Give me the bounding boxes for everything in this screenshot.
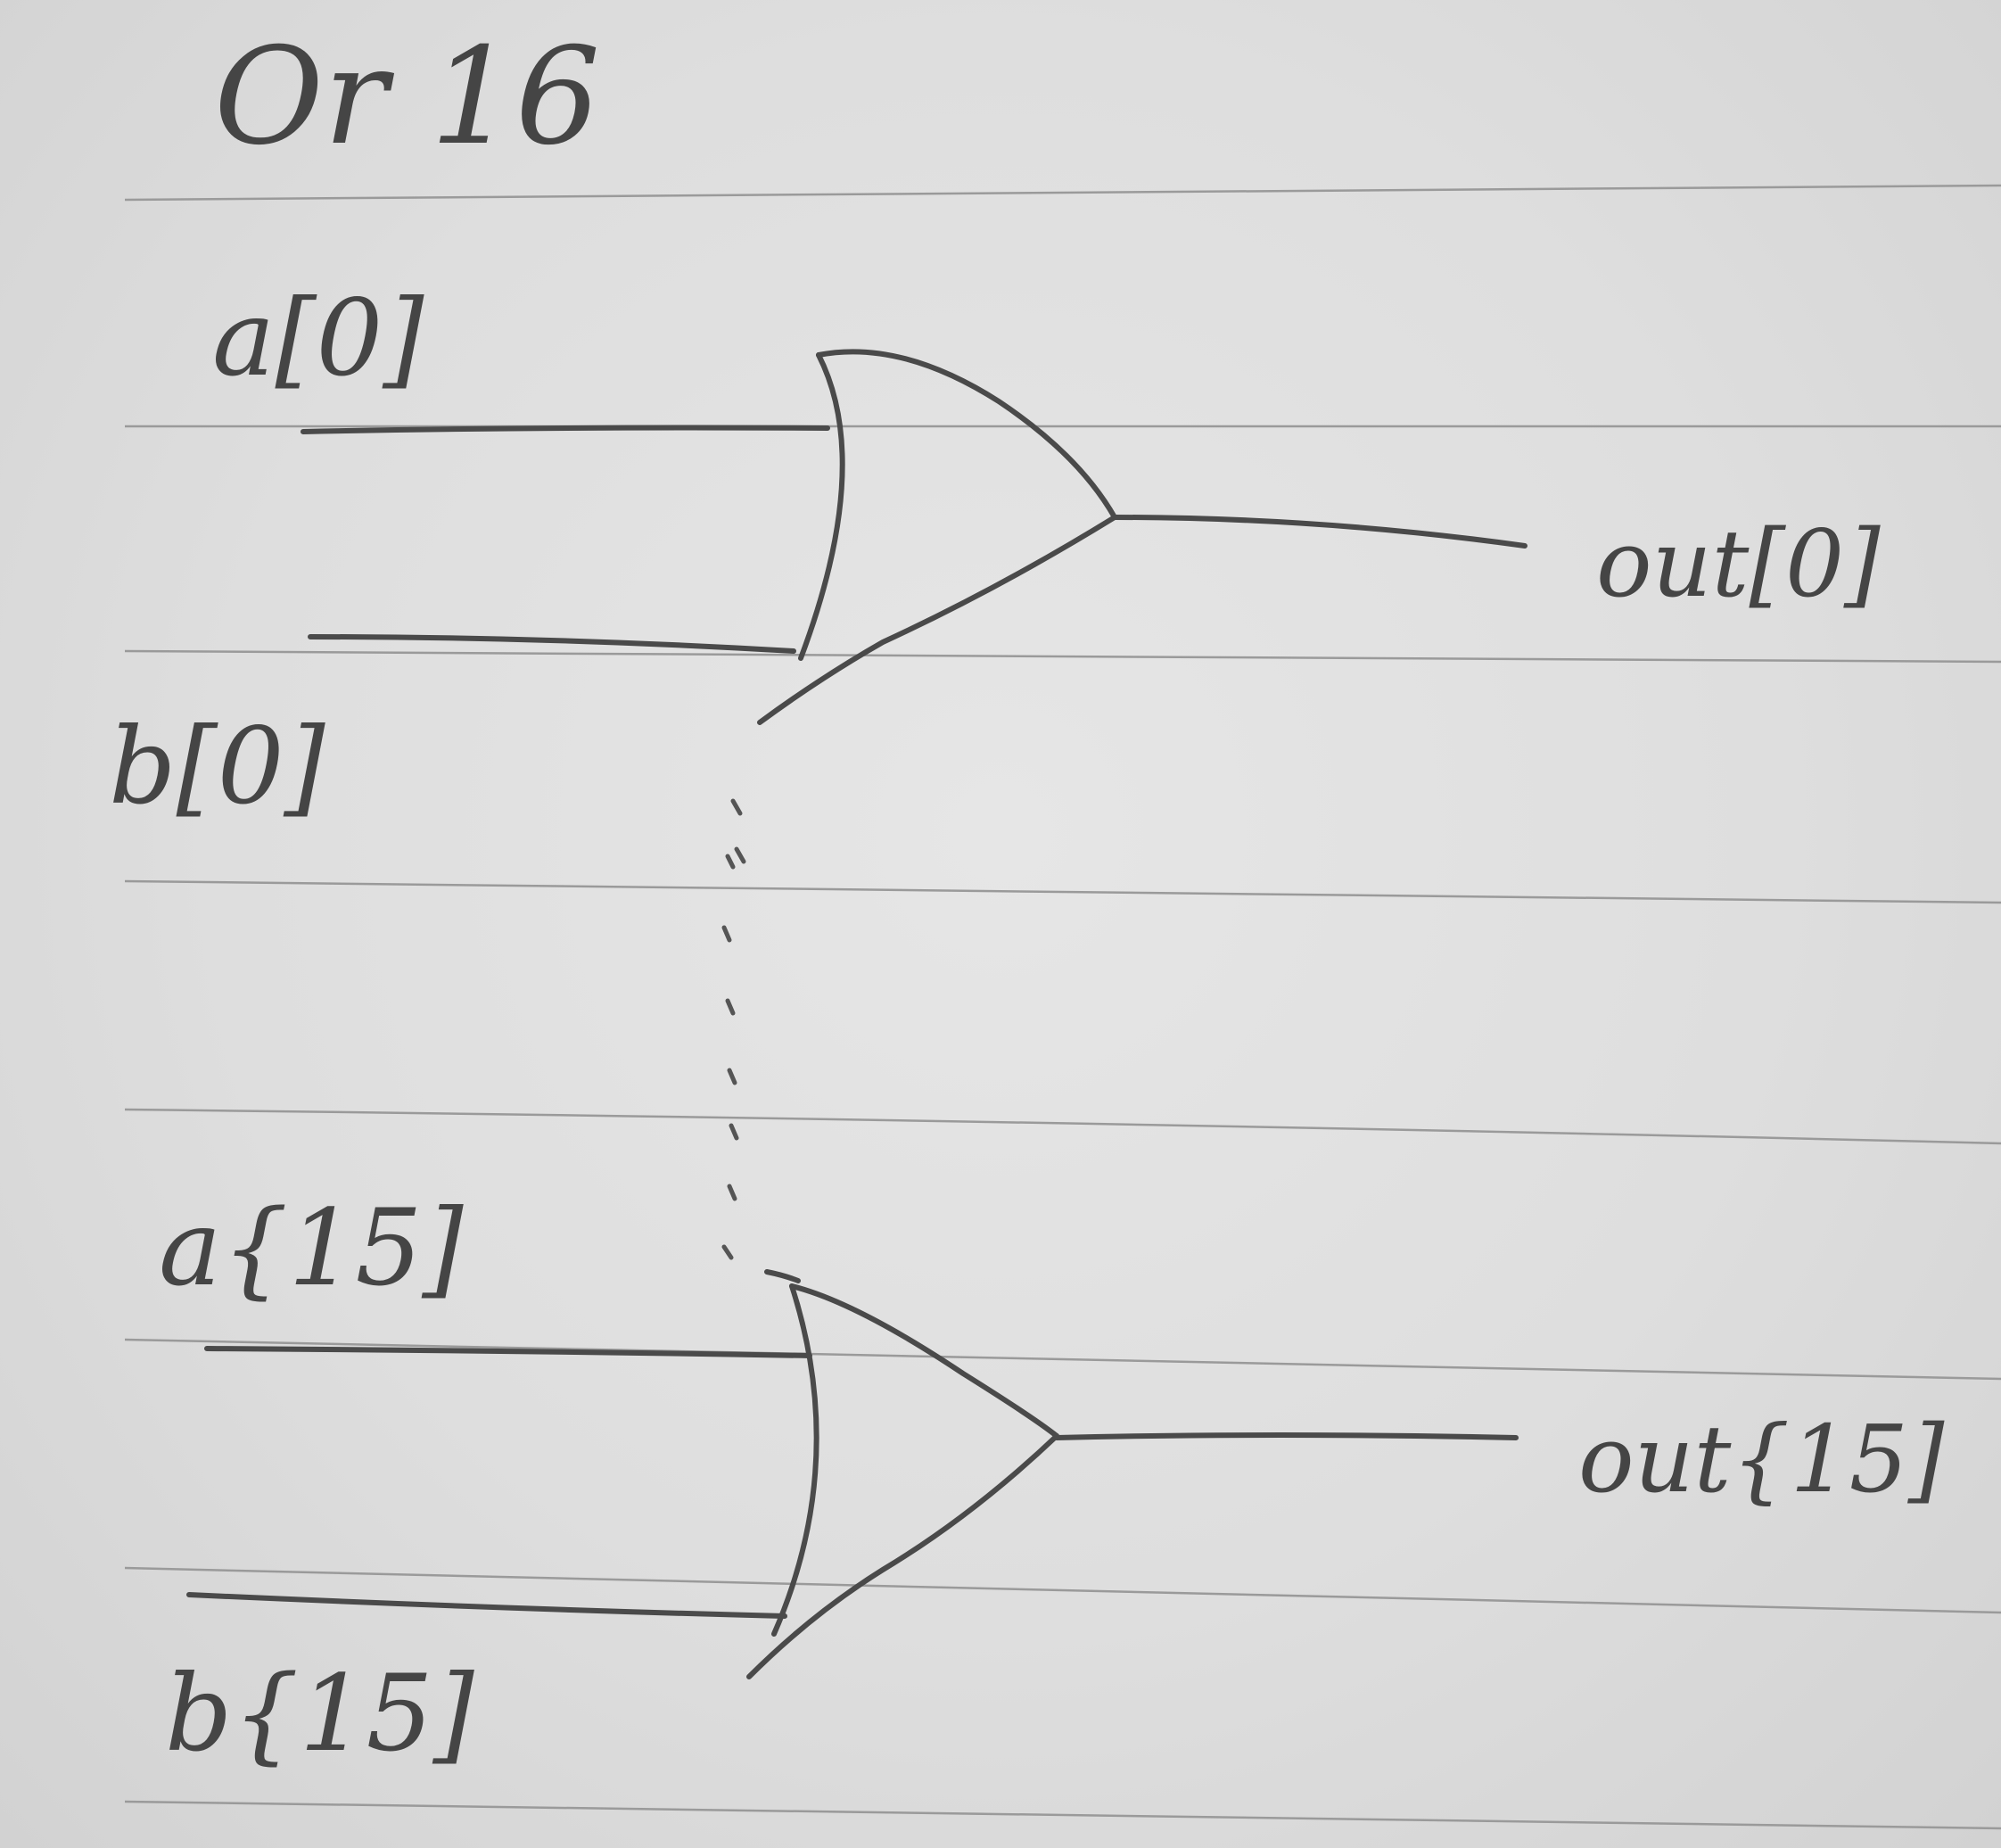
ellipsis-dot (721, 1244, 734, 1260)
ellipsis-dot (727, 1184, 737, 1201)
rule-line (124, 184, 2001, 202)
rule-line (124, 1108, 2001, 1145)
wire-out0 (1112, 515, 1528, 549)
or-gate-back-curve (798, 352, 845, 661)
label-a15: a{15] (159, 1186, 465, 1309)
ruled-lines (124, 184, 2001, 1830)
ellipsis-dot (734, 846, 746, 864)
or-gate-tip (764, 1269, 801, 1283)
wire-out15 (1054, 1432, 1519, 1440)
ellipsis-dot (725, 998, 736, 1016)
label-out0: out[0] (1596, 509, 1881, 618)
label-b0: b[0] (109, 705, 326, 828)
rule-line (124, 1566, 2001, 1614)
rule-line (124, 1338, 2001, 1381)
diagram-title: Or 16 (214, 20, 600, 175)
rule-line (124, 1800, 2001, 1830)
rule-line (124, 649, 2001, 664)
rule-line (124, 424, 2001, 428)
ellipsis-dot (729, 1123, 739, 1141)
or-gate-lower-curve (746, 1433, 1059, 1679)
or-gate-bottom (746, 1269, 1059, 1679)
or-gate-back-curve (771, 1283, 819, 1637)
ellipsis-dots (721, 798, 746, 1260)
ellipsis-dot (721, 925, 732, 943)
rule-line (124, 879, 2001, 904)
ellipsis-dot (725, 854, 736, 870)
wire-a0 (301, 425, 830, 434)
ellipsis-dot (730, 798, 743, 816)
or-gate-upper-curve (816, 349, 1117, 520)
wire-b15 (186, 1592, 787, 1619)
or-gate-lower-curve (757, 515, 1117, 725)
label-a0: a[0] (212, 276, 424, 400)
or-gate-upper-curve (789, 1283, 1059, 1439)
label-b15: b{15] (165, 1652, 475, 1775)
label-out15: out{15] (1578, 1405, 1945, 1514)
wire-a15 (204, 1346, 812, 1358)
ellipsis-dot (727, 1068, 737, 1085)
wire-b0 (308, 634, 796, 654)
or-gate-top (757, 349, 1117, 725)
